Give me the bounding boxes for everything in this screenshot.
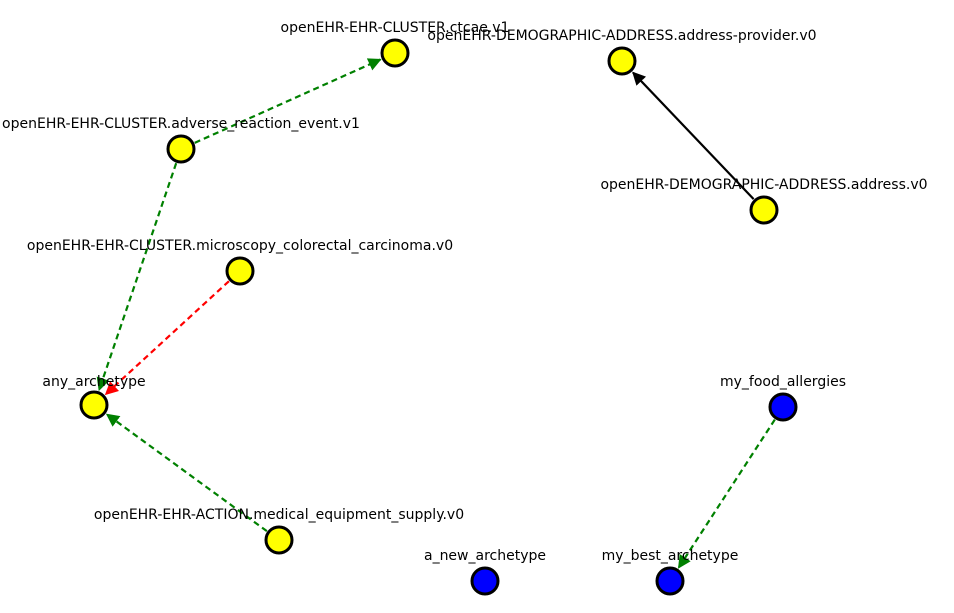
node-label-food-allergies: my_food_allergies	[720, 374, 846, 390]
edge-microscopy-to-any_archetype	[104, 280, 230, 396]
node-a-new-archetype[interactable]	[470, 566, 500, 596]
node-address[interactable]	[749, 195, 779, 225]
node-label-address: openEHR-DEMOGRAPHIC-ADDRESS.address.v0	[600, 177, 927, 193]
node-layer	[79, 38, 798, 596]
node-label-best-archetype: my_best_archetype	[602, 548, 739, 564]
edge-medical_equipment-to-any_archetype	[105, 413, 268, 533]
node-label-medical-equipment: openEHR-EHR-ACTION.medical_equipment_sup…	[94, 507, 464, 523]
edge-address-to-address_provider	[632, 71, 755, 200]
label-layer: openEHR-EHR-CLUSTER.ctcae.v1openEHR-DEMO…	[2, 20, 927, 564]
node-label-microscopy: openEHR-EHR-CLUSTER.microscopy_colorecta…	[27, 238, 453, 254]
node-medical-equipment[interactable]	[264, 525, 294, 555]
node-food-allergies[interactable]	[768, 392, 798, 422]
node-microscopy[interactable]	[225, 256, 255, 286]
edge-adverse_reaction-to-ctcae	[194, 58, 382, 144]
node-best-archetype[interactable]	[655, 566, 685, 596]
node-any-archetype[interactable]	[79, 390, 109, 420]
node-label-ctcae: openEHR-EHR-CLUSTER.ctcae.v1	[281, 20, 510, 36]
node-ctcae[interactable]	[380, 38, 410, 68]
node-label-address-provider: openEHR-DEMOGRAPHIC-ADDRESS.address-prov…	[427, 28, 816, 44]
node-label-a-new-archetype: a_new_archetype	[424, 548, 546, 564]
edge-layer	[96, 58, 776, 569]
edge-food_allergies-to-best_archetype	[677, 418, 776, 569]
node-label-any-archetype: any_archetype	[42, 374, 145, 390]
edge-adverse_reaction-to-any_archetype	[96, 162, 178, 392]
node-label-adverse-reaction: openEHR-EHR-CLUSTER.adverse_reaction_eve…	[2, 116, 360, 132]
node-adverse-reaction[interactable]	[166, 134, 196, 164]
node-address-provider[interactable]	[607, 46, 637, 76]
